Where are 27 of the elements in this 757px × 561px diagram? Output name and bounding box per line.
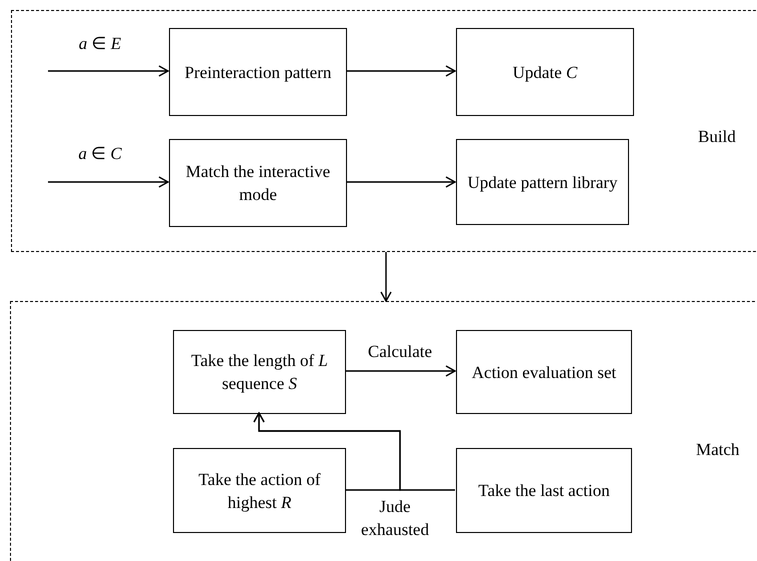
process-box — [169, 139, 347, 227]
process-box — [456, 139, 629, 225]
process-box — [456, 28, 634, 116]
arrow — [253, 412, 401, 491]
box-text: Take the length of L sequence S — [190, 350, 329, 395]
box-text: Action evaluation set — [472, 362, 616, 384]
box-text: Take the action of highest R — [197, 468, 322, 514]
process-box — [456, 330, 632, 414]
arrow — [346, 65, 456, 77]
arrow — [346, 176, 456, 188]
arrow — [48, 65, 169, 77]
process-box — [169, 28, 347, 116]
dashed-group-frame — [11, 10, 757, 252]
box-text: Preinteraction pattern — [184, 62, 332, 84]
box-text: Take the last action — [478, 480, 610, 502]
arrow — [345, 365, 456, 377]
dashed-group-frame — [10, 301, 757, 561]
process-box — [456, 448, 632, 533]
box-text: Match the interactive mode — [184, 161, 332, 206]
group-label: Build — [698, 126, 736, 148]
box-text: Update C — [512, 62, 578, 84]
arrow — [48, 176, 169, 188]
group-label: Match — [696, 439, 740, 461]
arrow — [380, 252, 392, 302]
process-box — [173, 330, 346, 414]
process-box — [173, 448, 346, 533]
box-text: Update pattern library — [467, 172, 618, 194]
